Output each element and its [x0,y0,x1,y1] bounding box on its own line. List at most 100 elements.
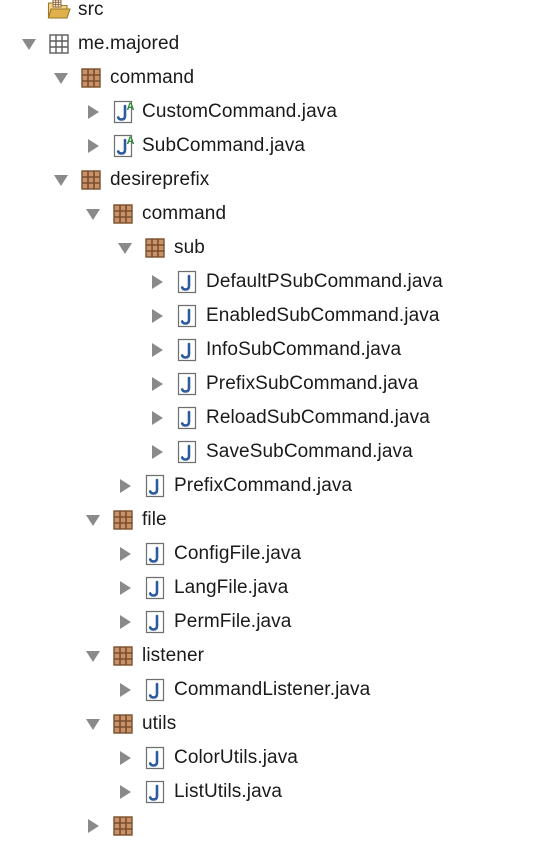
tree-item-java-file[interactable]: DefaultPSubCommand.java [0,265,540,299]
collapse-arrow-right-icon[interactable] [145,265,169,299]
tree-item-package[interactable]: desireprefix [0,163,540,197]
tree-item-java-file[interactable]: ListUtils.java [0,775,540,809]
toggle-placeholder [17,0,41,27]
tree-item-label: PrefixCommand.java [174,475,353,496]
collapse-arrow-right-icon[interactable] [81,809,105,843]
tree-item-package[interactable] [0,809,540,843]
tree-item-label: desireprefix [110,169,210,190]
package-icon [47,32,71,56]
tree-item-label: SaveSubCommand.java [206,441,413,462]
tree-item-label: ColorUtils.java [174,747,298,768]
tree-item-package[interactable]: command [0,61,540,95]
collapse-arrow-right-icon[interactable] [113,605,137,639]
java-file-icon [175,304,199,328]
tree-item-package[interactable]: command [0,197,540,231]
tree-item-label: EnabledSubCommand.java [206,305,440,326]
java-file-icon [143,780,167,804]
tree-item-source-folder[interactable]: src [0,0,540,27]
expand-arrow-down-icon[interactable] [81,707,105,741]
tree-item-java-file[interactable]: LangFile.java [0,571,540,605]
java-file-icon [143,576,167,600]
tree-item-label: DefaultPSubCommand.java [206,271,443,292]
tree-item-java-file[interactable]: ReloadSubCommand.java [0,401,540,435]
tree-item-package[interactable]: me.majored [0,27,540,61]
tree-item-package[interactable]: utils [0,707,540,741]
collapse-arrow-right-icon[interactable] [113,469,137,503]
tree-item-label: SubCommand.java [142,135,306,156]
tree-item-label: file [142,509,167,530]
package-icon [79,168,103,192]
package-icon [79,66,103,90]
tree-item-label: LangFile.java [174,577,289,598]
tree-item-java-file[interactable]: ConfigFile.java [0,537,540,571]
tree-item-label: ReloadSubCommand.java [206,407,430,428]
tree-item-java-file[interactable]: SaveSubCommand.java [0,435,540,469]
tree-item-label: utils [142,713,177,734]
collapse-arrow-right-icon[interactable] [145,333,169,367]
package-icon [111,712,135,736]
tree-item-java-file[interactable]: A SubCommand.java [0,129,540,163]
tree-item-label: InfoSubCommand.java [206,339,402,360]
abstract-java-file-icon: A [111,100,135,124]
java-file-icon [143,746,167,770]
tree-item-label: me.majored [78,33,180,54]
collapse-arrow-right-icon[interactable] [113,673,137,707]
tree-item-java-file[interactable]: PrefixCommand.java [0,469,540,503]
java-file-icon [175,372,199,396]
java-file-icon [175,270,199,294]
collapse-arrow-right-icon[interactable] [113,775,137,809]
expand-arrow-down-icon[interactable] [81,197,105,231]
tree-item-label: src [78,0,104,20]
tree-item-label: PermFile.java [174,611,292,632]
tree-item-package[interactable]: listener [0,639,540,673]
package-icon [111,644,135,668]
collapse-arrow-right-icon[interactable] [113,537,137,571]
tree-item-label: sub [174,237,205,258]
java-file-icon [175,338,199,362]
tree-item-label: PrefixSubCommand.java [206,373,419,394]
collapse-arrow-right-icon[interactable] [145,401,169,435]
package-icon [143,236,167,260]
tree-item-label: CommandListener.java [174,679,371,700]
tree-item-package[interactable]: sub [0,231,540,265]
expand-arrow-down-icon[interactable] [17,27,41,61]
expand-arrow-down-icon[interactable] [49,61,73,95]
collapse-arrow-right-icon[interactable] [145,367,169,401]
java-file-icon [175,406,199,430]
tree-item-label: ConfigFile.java [174,543,302,564]
collapse-arrow-right-icon[interactable] [113,571,137,605]
tree-item-java-file[interactable]: PrefixSubCommand.java [0,367,540,401]
tree-item-package[interactable]: file [0,503,540,537]
tree-item-label: command [142,203,227,224]
collapse-arrow-right-icon[interactable] [81,129,105,163]
tree-item-java-file[interactable]: CommandListener.java [0,673,540,707]
tree-item-java-file[interactable]: EnabledSubCommand.java [0,299,540,333]
collapse-arrow-right-icon[interactable] [145,299,169,333]
svg-text:A: A [127,101,135,113]
tree-item-java-file[interactable]: ColorUtils.java [0,741,540,775]
collapse-arrow-right-icon[interactable] [113,741,137,775]
abstract-java-file-icon: A [111,134,135,158]
tree-item-label: command [110,67,195,88]
expand-arrow-down-icon[interactable] [113,231,137,265]
tree-item-label: listener [142,645,205,666]
java-file-icon [143,542,167,566]
expand-arrow-down-icon[interactable] [81,503,105,537]
source-folder-icon [47,0,71,22]
expand-arrow-down-icon[interactable] [81,639,105,673]
tree-item-java-file[interactable]: InfoSubCommand.java [0,333,540,367]
collapse-arrow-right-icon[interactable] [145,435,169,469]
package-icon [111,508,135,532]
java-file-icon [143,610,167,634]
tree-item-java-file[interactable]: PermFile.java [0,605,540,639]
tree-item-label: ListUtils.java [174,781,283,802]
svg-text:A: A [127,135,135,147]
expand-arrow-down-icon[interactable] [49,163,73,197]
java-file-icon [175,440,199,464]
java-file-icon [143,474,167,498]
java-file-icon [143,678,167,702]
collapse-arrow-right-icon[interactable] [81,95,105,129]
package-icon [111,814,135,838]
